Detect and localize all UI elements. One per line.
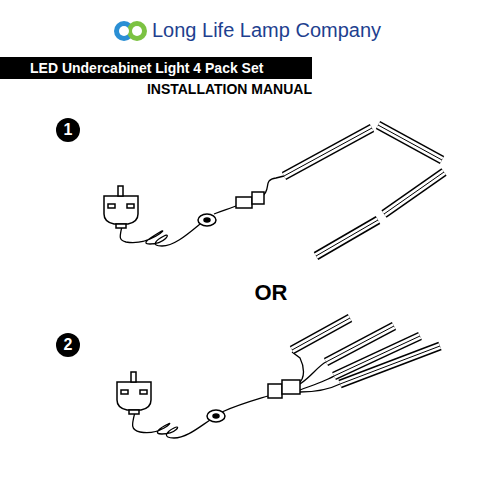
connector-boxes bbox=[236, 192, 300, 398]
cables bbox=[120, 176, 340, 438]
callout-number: 1 bbox=[56, 118, 80, 142]
callout-number: 2 bbox=[56, 333, 80, 357]
light-bars bbox=[284, 125, 444, 384]
or-text: OR bbox=[255, 280, 288, 306]
plug-2 bbox=[117, 372, 151, 414]
plug-1 bbox=[104, 186, 138, 228]
logo bbox=[114, 21, 147, 41]
node-text: 1 bbox=[64, 121, 73, 139]
node-text: LED Undercabinet Light 4 Pack Set bbox=[30, 60, 263, 76]
company-name: Long Life Lamp Company bbox=[152, 19, 381, 42]
node-text: 2 bbox=[64, 336, 73, 354]
switches bbox=[198, 214, 225, 422]
title-banner: LED Undercabinet Light 4 Pack Set bbox=[0, 57, 312, 79]
subtitle: INSTALLATION MANUAL bbox=[147, 81, 312, 97]
